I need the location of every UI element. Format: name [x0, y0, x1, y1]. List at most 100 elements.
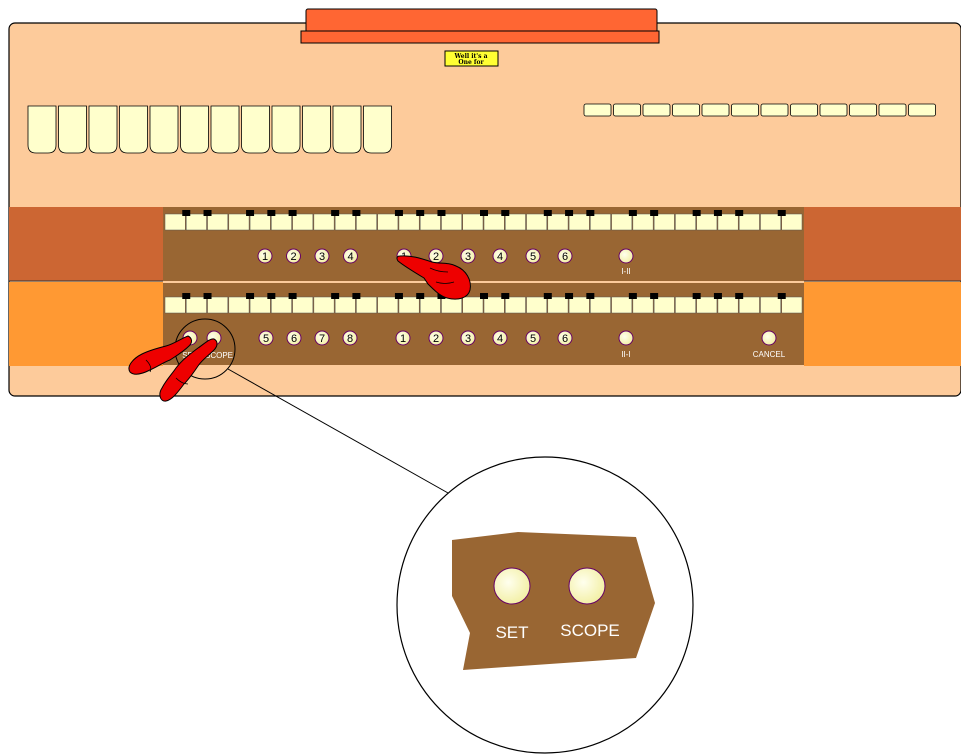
black-key[interactable]: [352, 210, 361, 216]
upper-piston-3[interactable]: 3: [314, 248, 330, 264]
lower-general-piston-2[interactable]: 2: [428, 330, 444, 346]
white-key[interactable]: [271, 213, 292, 231]
white-key[interactable]: [462, 296, 484, 314]
upper-piston-1[interactable]: 1: [257, 248, 273, 264]
white-key[interactable]: [590, 296, 611, 314]
white-key[interactable]: [462, 213, 484, 231]
white-key[interactable]: [483, 296, 505, 314]
stop-tab[interactable]: [363, 105, 392, 154]
black-key[interactable]: [182, 293, 191, 299]
stop-tab[interactable]: [672, 103, 700, 117]
black-key[interactable]: [565, 210, 574, 216]
white-key[interactable]: [398, 213, 420, 231]
black-key[interactable]: [437, 293, 446, 299]
white-key[interactable]: [781, 296, 803, 314]
stop-tab[interactable]: [819, 103, 848, 117]
white-key[interactable]: [313, 213, 335, 231]
black-key[interactable]: [394, 293, 403, 299]
stop-tab[interactable]: [760, 103, 789, 117]
stop-tab[interactable]: [731, 103, 759, 117]
white-key[interactable]: [526, 213, 548, 231]
stop-tab[interactable]: [149, 105, 179, 154]
black-key[interactable]: [203, 293, 212, 299]
stop-tab[interactable]: [88, 105, 118, 154]
white-key[interactable]: [292, 213, 314, 231]
black-key[interactable]: [416, 210, 425, 216]
black-key[interactable]: [628, 210, 637, 216]
black-key[interactable]: [331, 293, 340, 299]
black-key[interactable]: [777, 210, 786, 216]
white-key[interactable]: [505, 296, 526, 314]
black-key[interactable]: [267, 210, 276, 216]
black-key[interactable]: [182, 210, 191, 216]
black-key[interactable]: [203, 210, 212, 216]
lower-general-piston-3[interactable]: 3: [460, 330, 476, 346]
stop-tab[interactable]: [241, 105, 270, 154]
lower-general-piston-1[interactable]: 1: [395, 330, 411, 346]
white-key[interactable]: [271, 296, 292, 314]
black-key[interactable]: [331, 210, 340, 216]
white-key[interactable]: [356, 213, 377, 231]
black-key[interactable]: [713, 293, 722, 299]
white-key[interactable]: [186, 213, 207, 231]
stop-tab[interactable]: [210, 105, 240, 154]
upper-piston-4[interactable]: 4: [343, 248, 358, 264]
upper-general-piston-5[interactable]: 5: [525, 248, 541, 264]
white-key[interactable]: [717, 296, 739, 314]
upper-general-piston-6[interactable]: 6: [557, 248, 573, 264]
white-key[interactable]: [249, 213, 271, 231]
white-key[interactable]: [611, 213, 633, 231]
lower-piston-8[interactable]: 8: [342, 330, 358, 346]
white-key[interactable]: [675, 213, 696, 231]
white-key[interactable]: [334, 213, 356, 231]
lower-general-piston-4[interactable]: 4: [492, 330, 508, 346]
white-key[interactable]: [717, 213, 739, 231]
black-key[interactable]: [650, 293, 659, 299]
black-key[interactable]: [267, 293, 276, 299]
black-key[interactable]: [501, 210, 510, 216]
stop-tab[interactable]: [27, 105, 57, 154]
white-key[interactable]: [696, 213, 718, 231]
lower-piston-5[interactable]: 5: [258, 330, 274, 346]
upper-general-piston-3[interactable]: 3: [460, 248, 476, 264]
black-key[interactable]: [416, 293, 425, 299]
white-key[interactable]: [653, 296, 675, 314]
white-key[interactable]: [632, 296, 654, 314]
stop-tab[interactable]: [849, 103, 877, 117]
stop-tab[interactable]: [613, 103, 641, 117]
lower-piston-6[interactable]: 6: [286, 330, 302, 346]
black-key[interactable]: [437, 210, 446, 216]
lower-general-piston-5[interactable]: 5: [525, 330, 541, 346]
white-key[interactable]: [164, 213, 186, 231]
black-key[interactable]: [501, 293, 510, 299]
black-key[interactable]: [735, 293, 744, 299]
white-key[interactable]: [164, 296, 186, 314]
white-key[interactable]: [568, 213, 590, 231]
lower-piston-7[interactable]: 7: [314, 330, 330, 346]
white-key[interactable]: [207, 296, 229, 314]
black-key[interactable]: [777, 293, 786, 299]
stop-tab[interactable]: [878, 103, 907, 117]
black-key[interactable]: [565, 293, 574, 299]
zoom-set-piston[interactable]: [493, 567, 531, 605]
zoom-scope-piston[interactable]: [568, 567, 606, 605]
white-key[interactable]: [505, 213, 526, 231]
coupler-II-I-piston[interactable]: [618, 330, 634, 346]
black-key[interactable]: [692, 293, 701, 299]
white-key[interactable]: [675, 296, 696, 314]
white-key[interactable]: [653, 213, 675, 231]
stop-tab[interactable]: [302, 105, 331, 154]
stop-tab[interactable]: [119, 105, 148, 154]
white-key[interactable]: [738, 213, 760, 231]
black-key[interactable]: [650, 210, 659, 216]
white-key[interactable]: [760, 213, 781, 231]
stop-tab[interactable]: [583, 103, 612, 117]
white-key[interactable]: [334, 296, 356, 314]
black-key[interactable]: [288, 210, 297, 216]
black-key[interactable]: [246, 210, 255, 216]
white-key[interactable]: [441, 213, 462, 231]
upper-general-piston-4[interactable]: 4: [492, 248, 508, 264]
white-key[interactable]: [738, 296, 760, 314]
stop-tab[interactable]: [271, 105, 301, 154]
black-key[interactable]: [480, 293, 488, 299]
